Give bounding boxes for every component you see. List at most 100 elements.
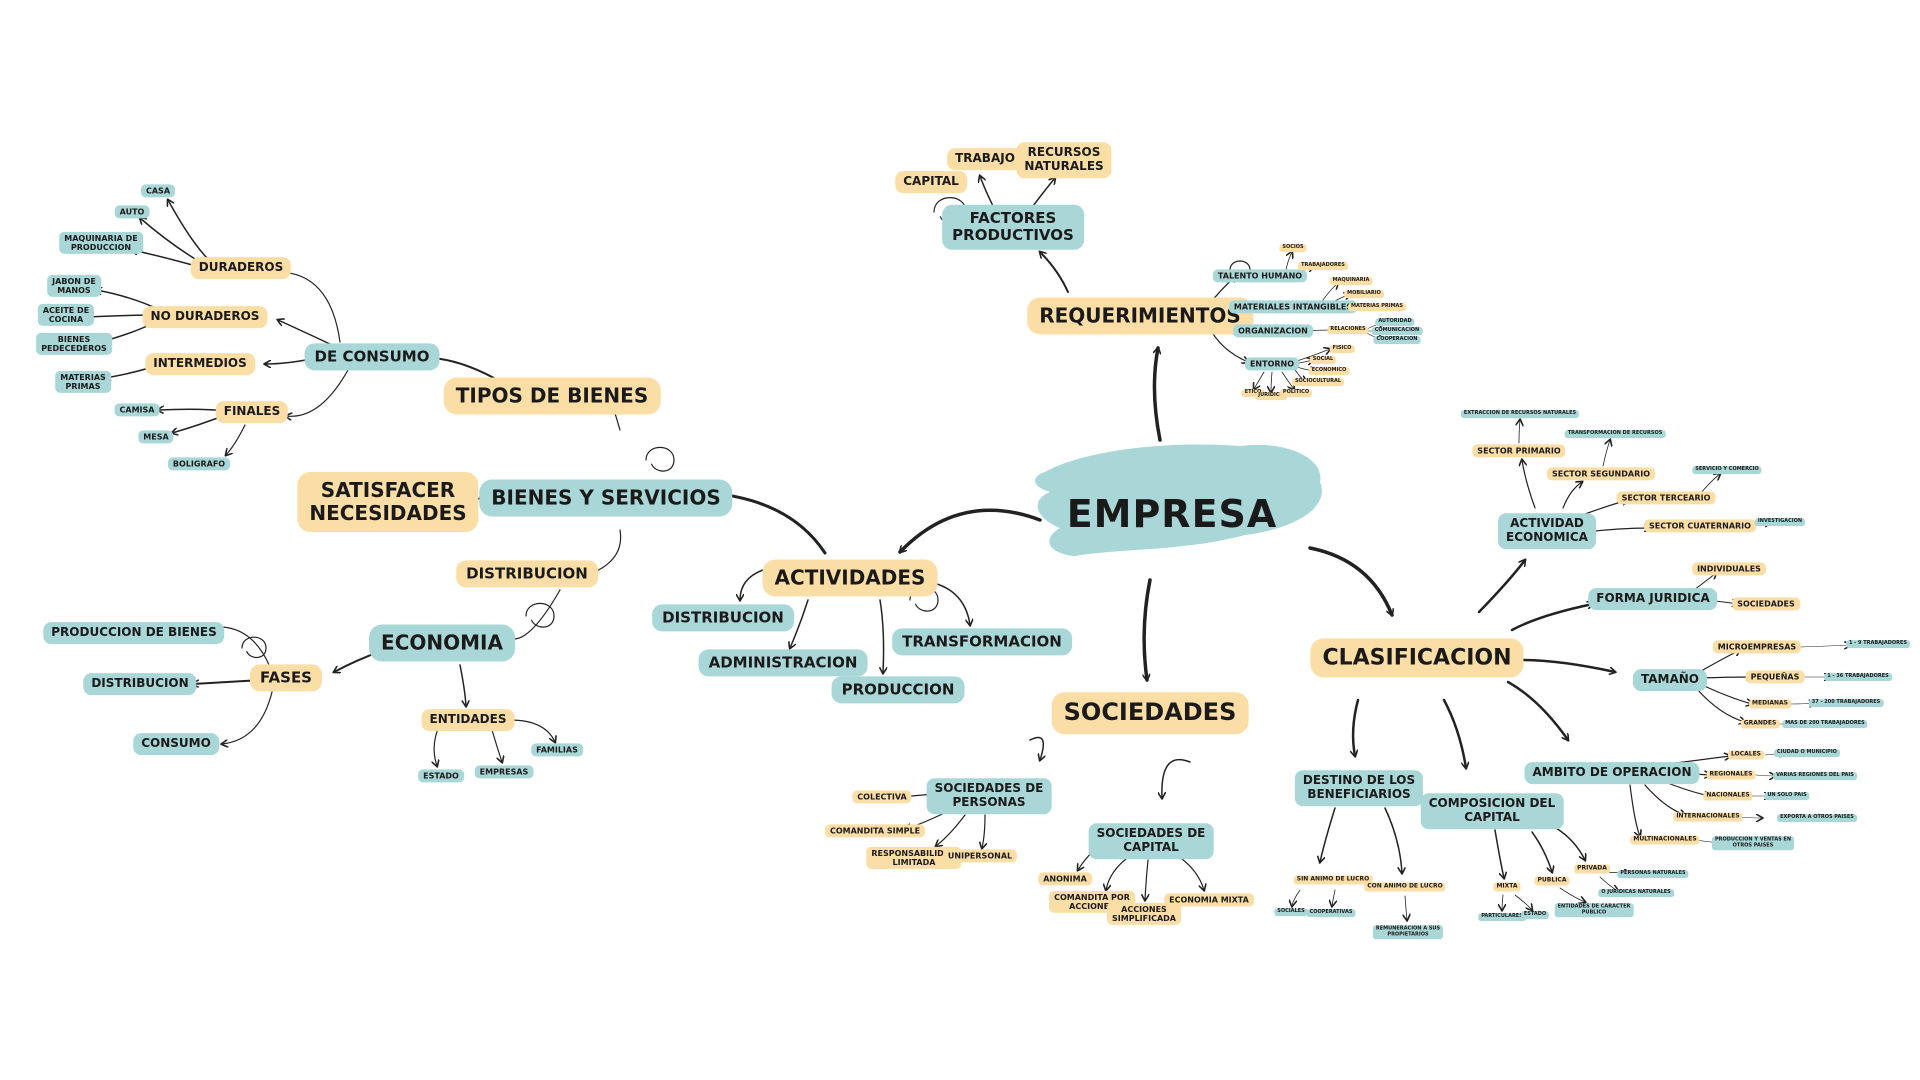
node-camisa: CAMISA [114,403,160,417]
node-locales: LOCALES [1728,750,1764,760]
node-sociedades-personas: SOCIEDADES DE PERSONAS [926,778,1052,814]
node-materiales-intangibles: MATERIALES INTANGIBLES [1228,300,1358,314]
connector-arrow [509,719,555,742]
connector-arrow [1644,784,1685,815]
connector-arrow [1559,887,1585,902]
node-materias-b: MATERIAS PRIMAS [55,370,111,394]
node-fisico: FISICO [1329,345,1355,353]
node-distribucion-a: DISTRIBUCION [652,604,794,632]
node-con-animo: CON ANIMO DE LUCRO [1364,882,1446,892]
connector-arrow [1029,736,1043,761]
connector-arrow [1519,420,1520,444]
connector-arrow [1510,604,1593,632]
node-trabajo: TRABAJO [947,148,1023,170]
node-produccion: PRODUCCION [831,676,965,704]
connector-arrow [1308,546,1392,617]
node-politico: POLITICO [1279,389,1313,397]
node-requerimientos: REQUERIMIENTOS [1027,297,1253,335]
node-sociedades: SOCIEDADES [1051,692,1249,734]
connector-arrow [1040,252,1069,293]
node-produccion-bienes: PRODUCCION DE BIENES [43,622,225,644]
node-estado: ESTADO [418,769,464,783]
node-talento-humano: TALENTO HUMANO [1212,269,1308,283]
node-social: SOCIAL [1309,356,1337,364]
connector-arrow [1405,895,1407,920]
node-de-consumo: DE CONSUMO [304,343,440,371]
node-intermedios: INTERMEDIOS [145,353,255,375]
node-tipos-de-bienes: TIPOS DE BIENES [443,377,661,415]
node-etico: ETICO [1241,389,1265,397]
connector-arrow [491,729,502,762]
connector-arrow [1506,680,1568,740]
node-satisfacer-necesidades: SATISFACER NECESIDADES [297,472,479,532]
node-jabon: JABON DE MANOS [47,274,101,298]
node-recursos-naturales: RECURSOS NATURALES [1016,142,1112,178]
connector-arrow [432,358,495,379]
connector-arrow [898,508,1042,554]
connector-arrow [880,599,884,673]
connector-arrow [1285,252,1292,271]
decorative-loop [241,636,267,659]
node-distribucion-f: DISTRIBUCION [83,673,197,695]
node-micro-desc: 1 - 9 TRABAJADORES [1845,640,1911,648]
connector-arrow [1699,677,1752,678]
node-medianas-desc: 37 - 200 TRABAJADORES [1808,699,1884,707]
node-sector-primario-desc: EXTRACCION DE RECURSOS NATURALES [1460,410,1580,418]
connector-arrow [1320,807,1336,862]
connector-arrow [1292,889,1301,906]
connector-arrow [1477,560,1525,614]
connector-arrow [1254,371,1265,389]
node-sector-cuaternario: SECTOR CUATERNARIO [1644,519,1756,533]
node-economia: ECONOMIA [369,624,515,662]
connector-arrow [1162,758,1191,798]
node-economia-mixta: ECONOMIA MIXTA [1164,893,1254,907]
node-transformacion: TRANSFORMACION [892,628,1072,656]
connector-arrow [790,599,809,648]
node-publica: PUBLICA [1534,876,1570,886]
node-sector-primario: SECTOR PRIMARIO [1472,444,1566,458]
node-mixta: MIXTA [1493,882,1521,892]
node-particulares: PARTICULARES [1478,913,1526,921]
node-individuales: INDIVIDUALES [1692,562,1766,576]
node-composicion-capital: COMPOSICION DEL CAPITAL [1420,793,1564,829]
node-sociales: SOCIALES [1274,908,1308,916]
node-capital: CAPITAL [895,171,967,193]
node-comunicacion: COMUNICACION [1371,327,1423,335]
node-maquinaria-b: MAQUINARIA DE PRODUCCION [59,231,143,255]
node-factores-productivos: FACTORES PRODUCTIVOS [942,204,1084,250]
connector-arrow [1555,827,1585,860]
node-socios: SOCIOS [1279,244,1307,252]
node-multinacionales-desc: PRODUCCION Y VENTAS EN OTROS PAISES [1711,836,1795,850]
connector-arrow [168,200,208,259]
connector-arrow [1739,817,1762,818]
node-juridico: JURIDICO [1255,392,1287,400]
connector-arrow [459,664,466,706]
connector-arrow [1144,578,1152,680]
connector-arrow [1494,829,1504,878]
node-regionales-desc: VARIAS REGIONES DEL PAIS [1773,772,1857,780]
node-autoridad: AUTORIDAD [1375,318,1415,326]
node-entorno: ENTORNO [1244,357,1300,371]
node-mobiliario: MOBILIARIO [1344,290,1384,298]
node-cooperacion: COOPERACION [1373,336,1421,344]
node-microempresas: MICROEMPRESAS [1712,640,1802,654]
node-trabajadores: TRABAJADORES [1298,262,1348,270]
node-cooperativas: COOPERATIVAS [1306,909,1356,917]
connector-arrow [222,691,273,744]
node-multinacionales: MULTINACIONALES [1630,835,1700,845]
node-no-duraderos: NO DURADEROS [142,306,268,328]
connector-arrow [982,814,985,848]
node-responsabilidad-limitada: RESPONSABILIDAD LIMITADA [866,846,962,870]
connector-arrow [1502,894,1503,910]
node-duraderos: DURADEROS [190,257,292,279]
connector-arrow [1271,371,1272,392]
connector-arrow [1514,894,1532,910]
connector-arrow [1152,348,1162,442]
node-publica-desc: ENTIDADES DE CARACTER PUBLICO [1554,903,1634,917]
node-sector-cuaternario-desc: INVESTIGACION [1754,518,1806,526]
connector-arrow [1531,831,1552,872]
decorative-loop [525,602,555,628]
node-perecederos: BIENES PEDECEDEROS [36,332,112,356]
connector-arrow [1520,658,1615,672]
node-locales-desc: CIUDAD O MUNICIPIO [1774,749,1840,757]
